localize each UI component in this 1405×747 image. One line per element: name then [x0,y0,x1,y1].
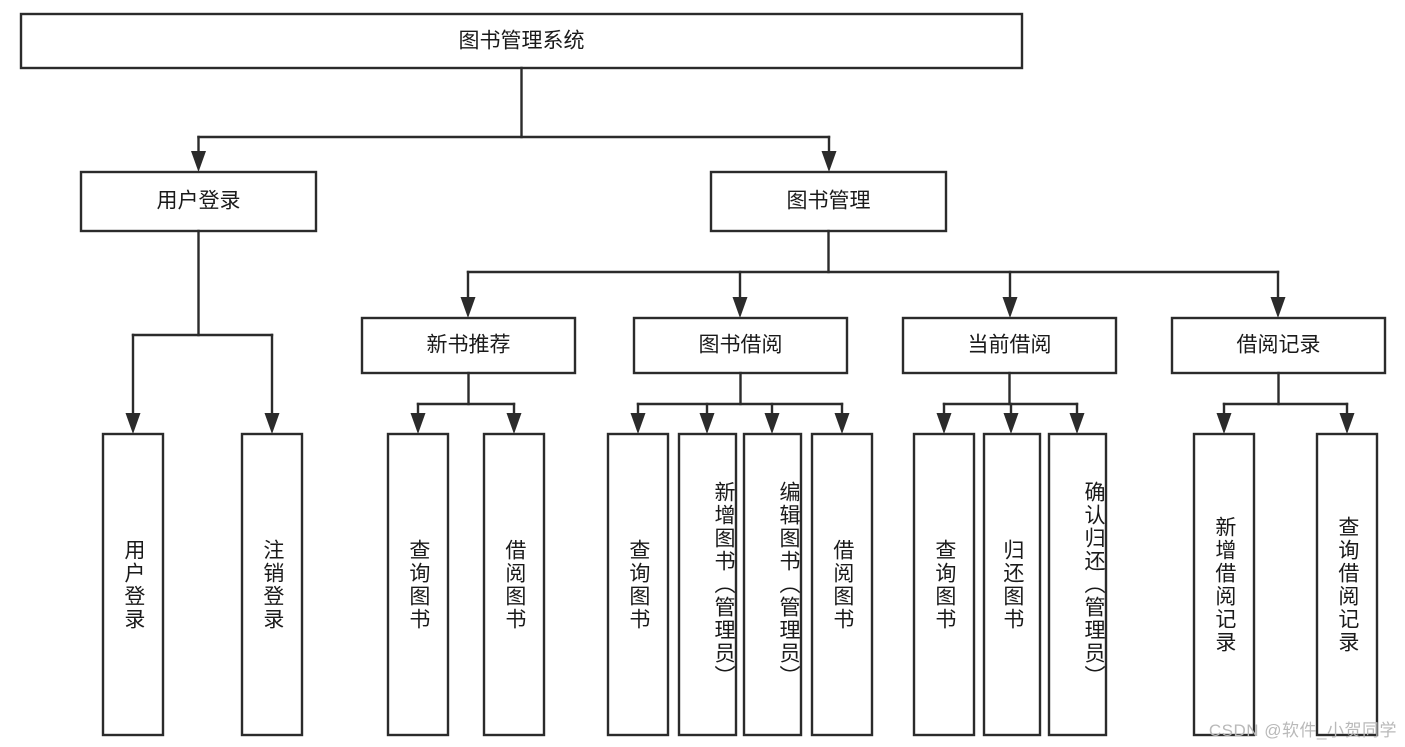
node-root-system[interactable]: 图书管理系统 [19,12,1024,70]
node-root-system-label: 图书管理系统 [459,30,585,53]
connector-user-login-to-leaves [125,229,280,434]
node-borrow-record-label: 借阅记录 [1237,334,1321,357]
leaf-box-borrow-record-0[interactable] [1192,432,1256,737]
node-current-borrow-label: 当前借阅 [968,334,1052,357]
node-new-book-recommend-box [360,316,577,375]
node-user-login[interactable]: 用户登录 [79,170,318,233]
node-book-management[interactable]: 图书管理 [709,170,948,233]
leaf-box-book-borrow-3[interactable] [810,432,874,737]
leaf-box-book-borrow-2[interactable] [742,432,803,737]
leaf-box-user-login-0[interactable] [101,432,165,737]
connector-borrow-record-to-leaves [1216,371,1355,434]
leaf-box-new-book-1[interactable] [482,432,546,737]
csdn-watermark: CSDN @软件_小贺同学 [1208,721,1397,740]
node-book-borrow[interactable]: 图书借阅 [632,316,849,375]
node-user-login-label: 用户登录 [157,190,241,213]
leaf-box-current-borrow-1[interactable] [982,432,1042,737]
node-book-borrow-label: 图书借阅 [699,334,783,357]
leaf-box-borrow-record-1[interactable] [1315,432,1379,737]
leaf-box-book-borrow-0[interactable] [606,432,670,737]
leaf-box-book-borrow-1[interactable] [677,432,738,737]
node-root-system-box [19,12,1024,70]
connector-new-book-recommend-to-leaves [410,371,522,434]
leaf-box-current-borrow-0[interactable] [912,432,976,737]
node-book-management-label: 图书管理 [787,190,871,213]
connector-book-borrow-to-leaves [630,371,850,434]
node-new-book-recommend-label: 新书推荐 [427,334,511,357]
node-user-login-box [79,170,318,233]
leaf-box-current-borrow-2[interactable] [1047,432,1108,737]
connector-current-borrow-to-leaves [936,371,1085,434]
connector-book-management-to-level3 [460,229,1286,318]
node-new-book-recommend[interactable]: 新书推荐 [360,316,577,375]
leaf-box-user-login-1[interactable] [240,432,304,737]
node-borrow-record[interactable]: 借阅记录 [1170,316,1387,375]
connector-root-to-level2 [191,66,837,172]
node-current-borrow-box [901,316,1118,375]
leaf-box-new-book-0[interactable] [386,432,450,737]
node-current-borrow[interactable]: 当前借阅 [901,316,1118,375]
